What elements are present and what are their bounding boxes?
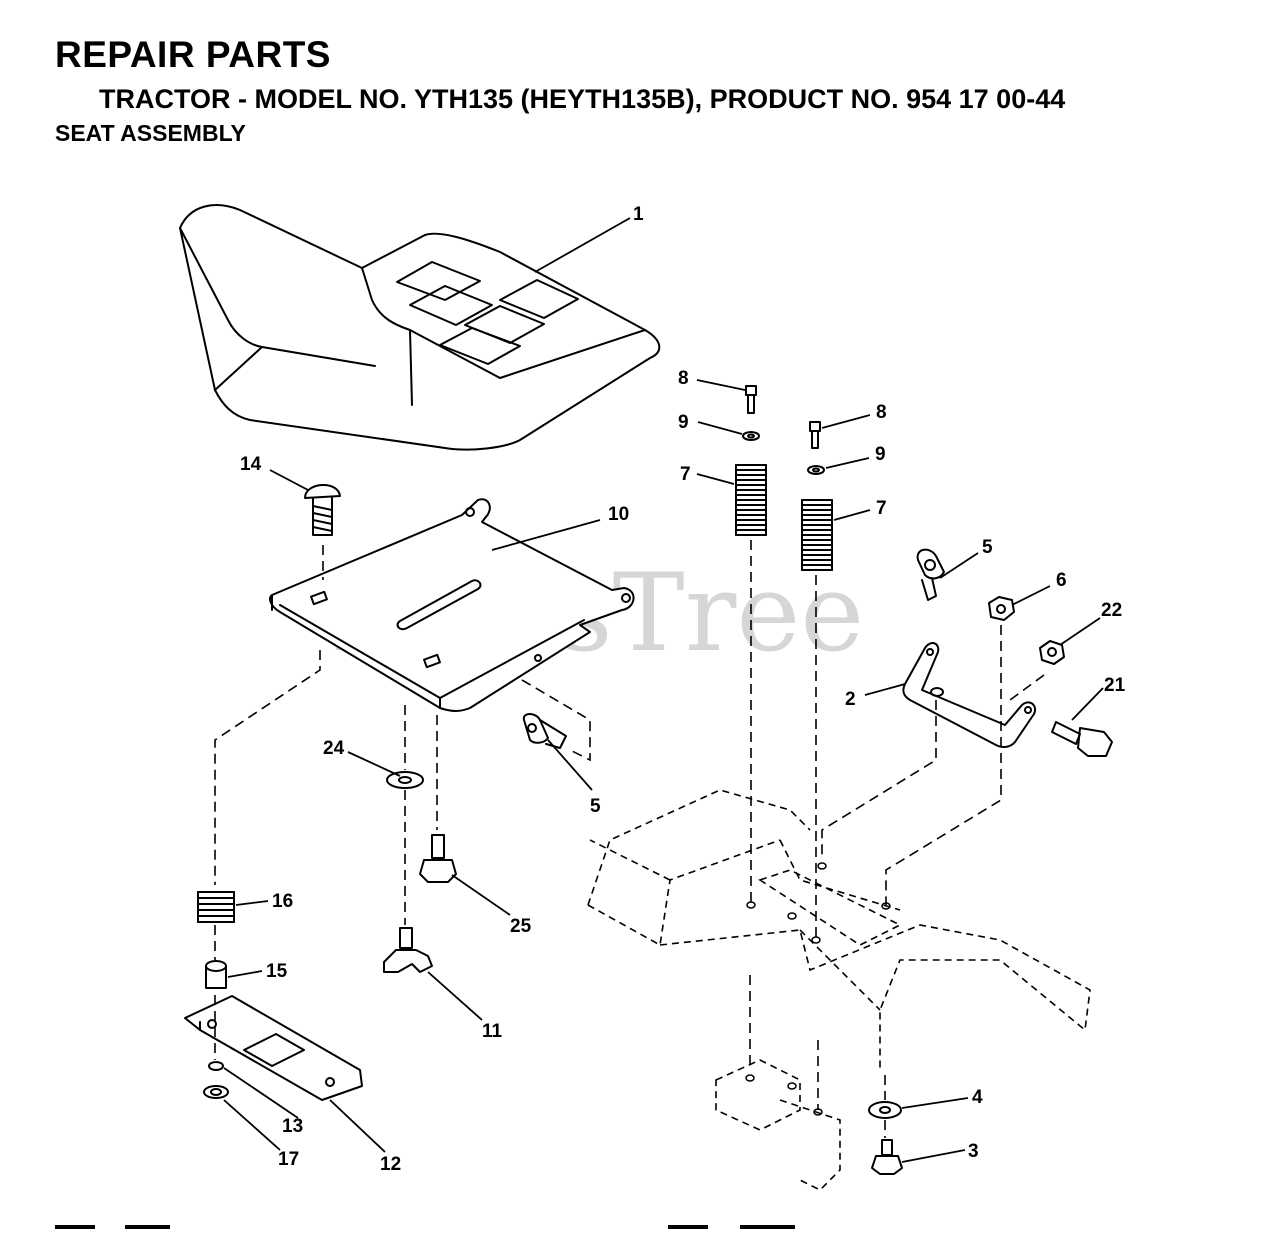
washer-4 [868,1101,902,1119]
callout-14: 14 [240,454,262,475]
callout-4: 4 [972,1087,983,1108]
page-title: REPAIR PARTS [55,34,331,75]
cropped-footer [0,1225,1280,1237]
spring-stack-left [735,385,767,536]
callout-16: 16 [272,891,293,912]
callout-5-lower: 5 [590,796,601,817]
nut-13 [208,1061,224,1071]
bolt-25 [419,834,457,883]
section-title: SEAT ASSEMBLY [55,120,246,146]
footer-fragment [740,1225,795,1229]
carriage-bolt-14 [304,483,341,536]
callout-15: 15 [266,961,288,982]
callout-8-left: 8 [678,368,689,389]
callout-9-right: 9 [875,444,886,465]
callout-9-left: 9 [678,412,689,433]
callout-labels: 1 10 14 8 9 7 8 9 7 5 6 22 21 2 5 24 25 … [240,204,1126,1175]
washer-24 [386,771,424,789]
callout-17: 17 [278,1149,299,1170]
spring-stack-right [801,421,833,571]
callout-10: 10 [608,504,629,525]
plate-12 [184,995,363,1101]
callout-1: 1 [633,204,644,225]
leader-lines [223,217,1104,1163]
footer-fragment [668,1225,708,1229]
knob-11 [383,927,433,973]
footer-fragment [55,1225,95,1229]
bolt-3 [871,1139,903,1175]
callout-25: 25 [510,916,532,937]
tractor-frame-outline [587,789,1091,1191]
footer-fragment [125,1225,170,1229]
clip-5-upper [916,548,945,601]
nut-22 [1039,640,1065,665]
callout-11: 11 [482,1021,503,1042]
spacer-15 [205,960,227,989]
callout-21: 21 [1104,675,1126,696]
callout-12: 12 [380,1154,401,1175]
clip-5-lower [522,713,567,749]
callout-7-right: 7 [876,498,887,519]
callout-5-upper: 5 [982,537,993,558]
alignment-lines [214,540,1045,1138]
callout-3: 3 [968,1141,979,1162]
model-subtitle: TRACTOR - MODEL NO. YTH135 (HEYTH135B), … [99,84,1066,114]
callout-24: 24 [323,738,345,759]
callout-2: 2 [845,689,856,710]
callout-6: 6 [1056,570,1067,591]
callout-22: 22 [1101,600,1122,621]
callout-13: 13 [282,1116,303,1137]
seat-pan-part [269,498,635,712]
spring-16 [197,891,235,923]
mounting-holes [745,862,891,1116]
callout-8-right: 8 [876,402,887,423]
washer-17 [203,1085,229,1099]
seat-part [179,204,661,451]
callout-7-left: 7 [680,464,691,485]
bolt-21 [1051,721,1113,757]
bracket-2 [902,642,1036,748]
lock-nut-6 [988,596,1015,621]
